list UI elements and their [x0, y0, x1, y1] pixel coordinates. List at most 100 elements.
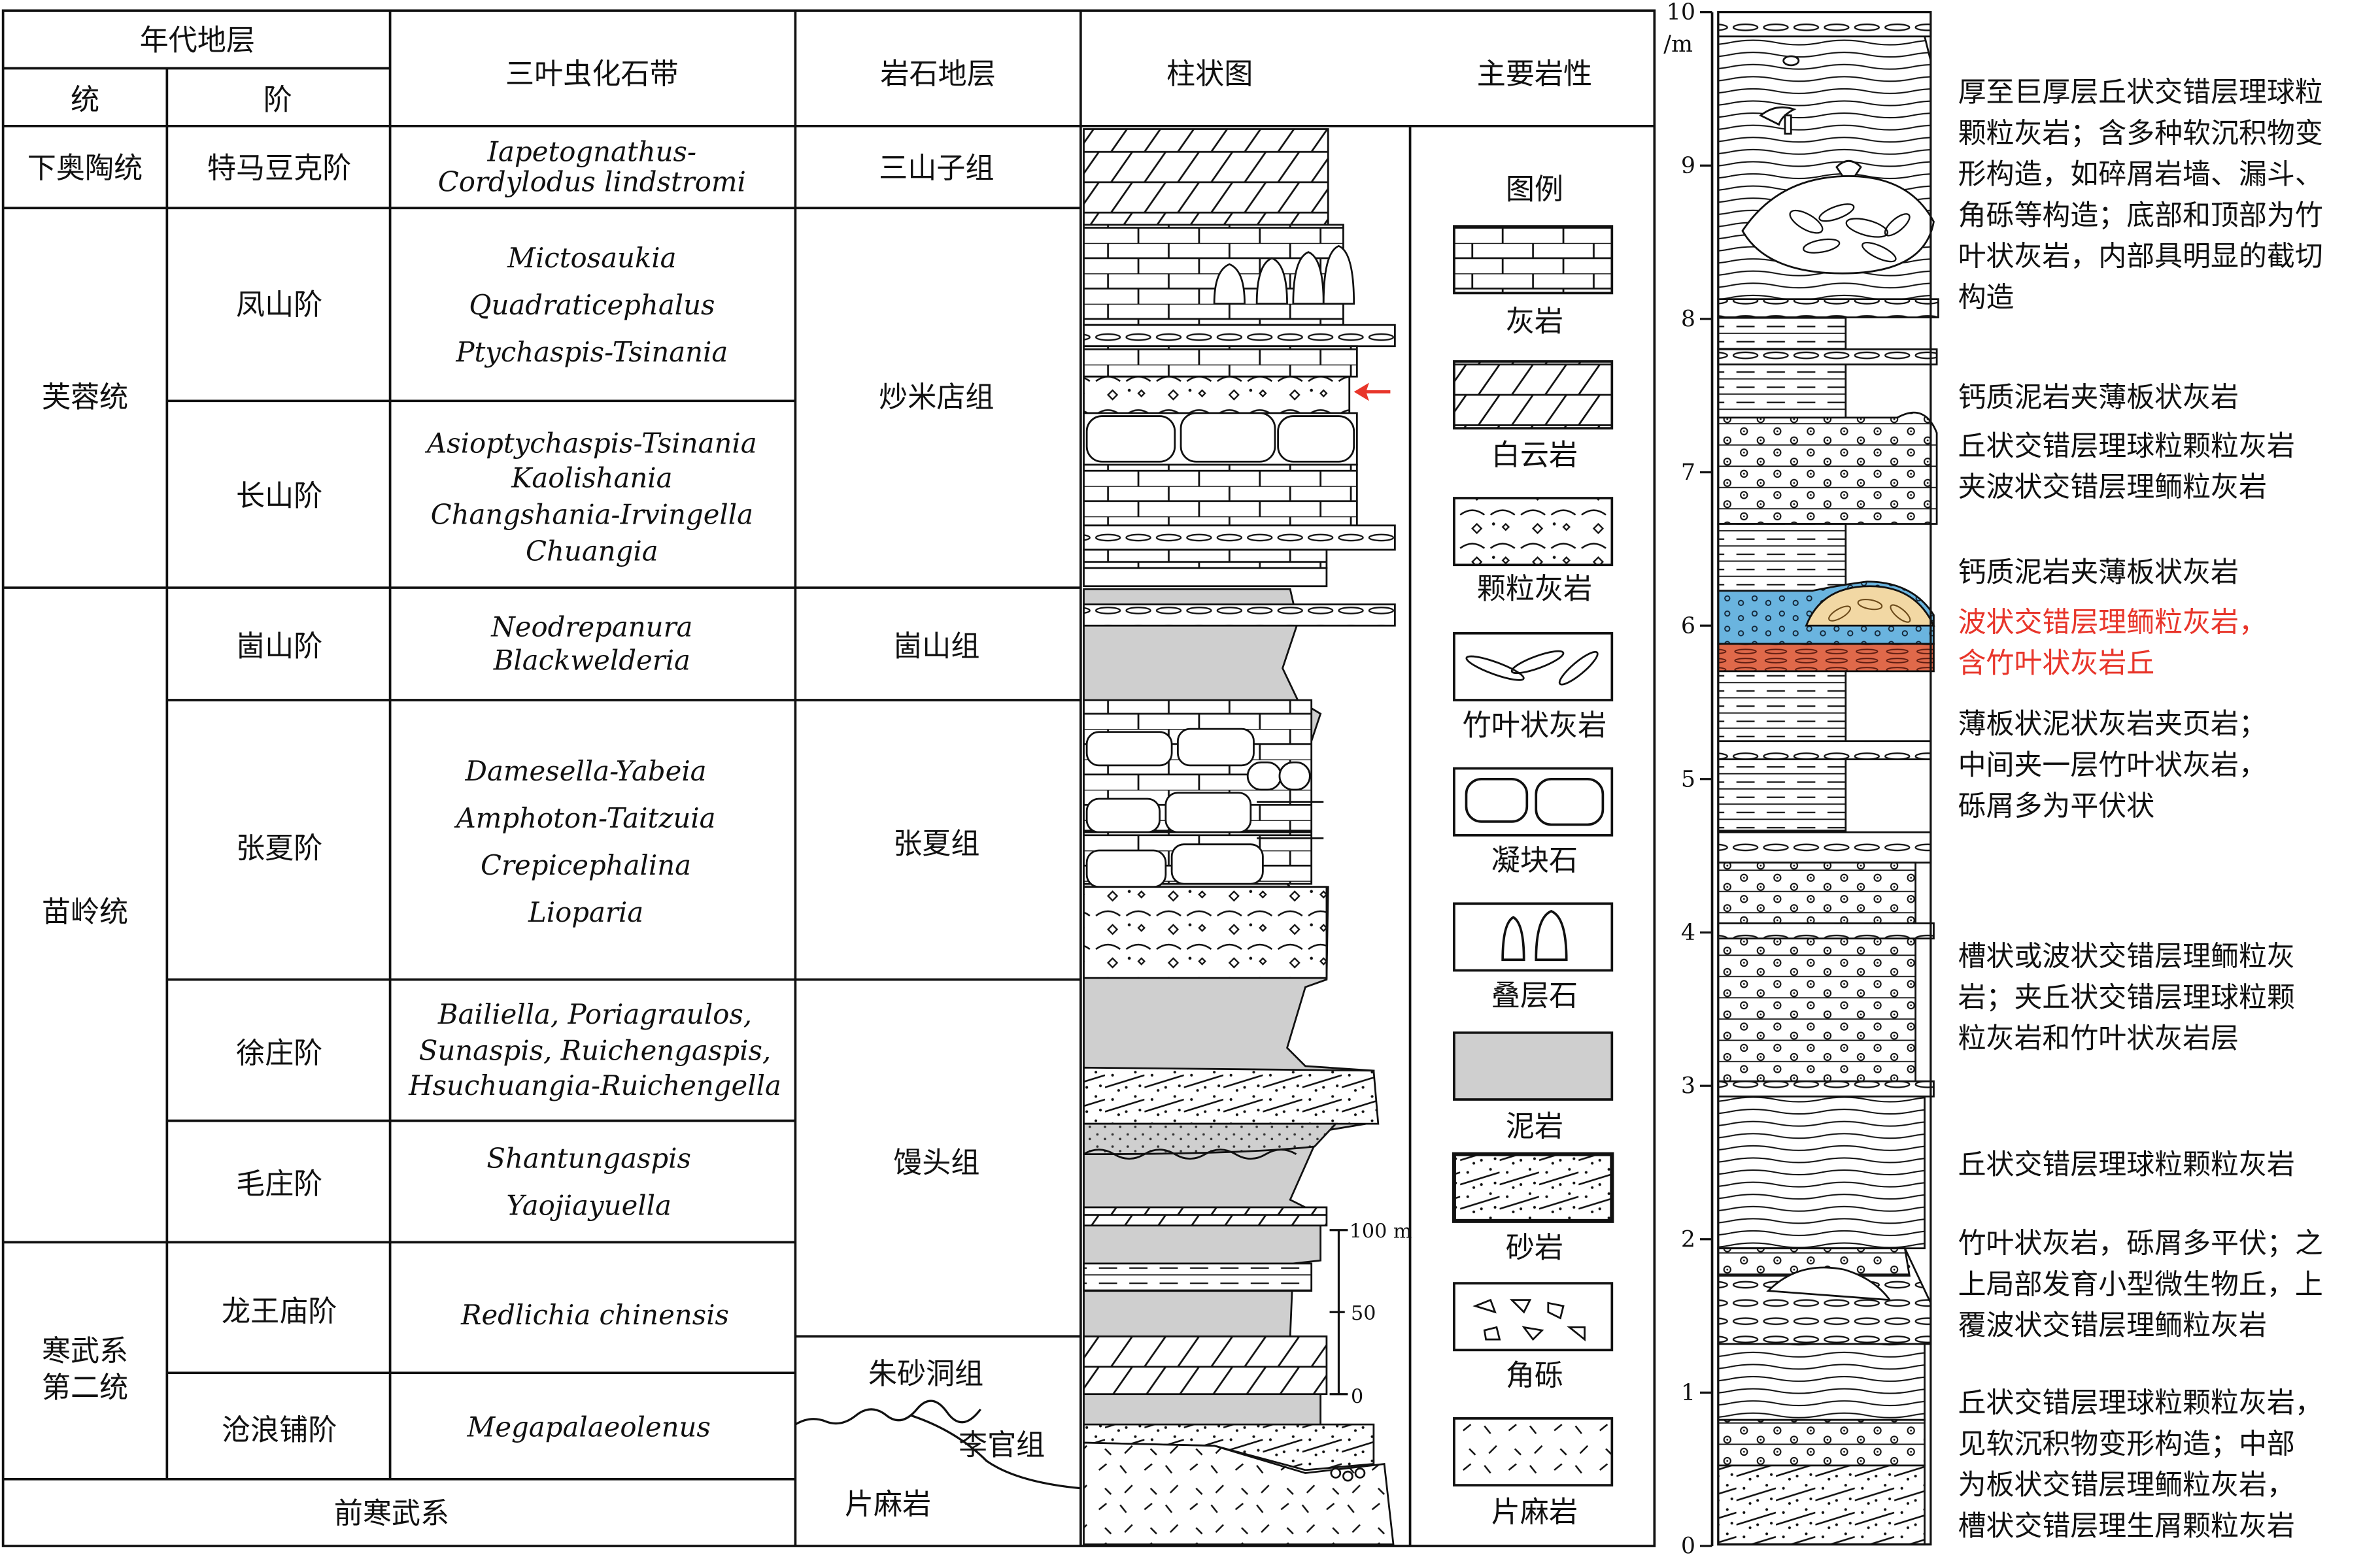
scale-bar-label: 50: [1351, 1302, 1376, 1325]
zone-text: Cordylodus lindstromi: [438, 166, 746, 198]
zone-text: Kaolishania: [511, 462, 672, 494]
description-line: 颗粒灰岩；含多种软沉积物变: [1958, 117, 2323, 150]
description-line: 丘状交错层理球粒颗粒灰岩: [1958, 1149, 2295, 1181]
formation-zhushadong: 朱砂洞组: [868, 1357, 983, 1390]
zone-text: Crepicephalina: [481, 849, 691, 881]
formation-mantou: 馒头组: [893, 1146, 979, 1179]
axis-tick-label: 8: [1681, 306, 1695, 332]
formation-sanshanzi: 三山子组: [879, 152, 994, 185]
zone-text: Sunaspis, Ruichengaspis,: [419, 1035, 772, 1067]
description-line: 叶状灰岩，内部具明显的截切: [1958, 241, 2323, 273]
zone-text: Chuangia: [526, 535, 658, 567]
zone-text: Ptychaspis-Tsinania: [455, 336, 728, 368]
header-column: 柱状图: [1166, 58, 1253, 91]
stage-zhangxia: 张夏阶: [236, 832, 322, 865]
legend-label: 角砾: [1506, 1359, 1563, 1392]
legend-swatch-dolomite: [1453, 360, 1614, 430]
description-line: 厚至巨厚层丘状交错层理球粒: [1958, 76, 2323, 109]
description-line: 丘状交错层理球粒颗粒灰岩，: [1958, 1387, 2323, 1420]
stage-changshan: 长山阶: [236, 480, 322, 513]
legend-swatch-mudstone: [1453, 1031, 1614, 1101]
red-arrow-icon: [1353, 382, 1391, 401]
formation-liguan: 李官组: [959, 1429, 1045, 1462]
zone-text: Mictosaukia: [507, 242, 676, 274]
legend-title: 图例: [1506, 173, 1563, 206]
legend-label: 泥岩: [1506, 1110, 1563, 1143]
description-line: 为板状交错层理鲕粒灰岩，: [1958, 1469, 2295, 1502]
zone-text: Yaojiayuella: [506, 1190, 672, 1222]
description-line: 覆波状交错层理鲕粒灰岩: [1958, 1309, 2267, 1342]
legend-swatch-sandstone: [1452, 1152, 1614, 1223]
legend-label: 灰岩: [1506, 305, 1563, 338]
series-lower-ordovician: 下奥陶统: [27, 152, 143, 185]
zone-text: Neodrepanura: [490, 611, 692, 643]
axis-tick-label: 3: [1681, 1073, 1695, 1099]
zone-text: Bailiella, Poriagraulos,: [437, 998, 752, 1030]
legend-swatch-grainstone: [1453, 497, 1614, 567]
zone-text: Megapalaeolenus: [467, 1411, 711, 1443]
description-line: 岩；夹丘状交错层理球粒颗: [1958, 981, 2295, 1014]
header-trilobite-zone: 三叶虫化石带: [505, 58, 679, 91]
description-line: 见软沉积物变形构造；中部: [1958, 1428, 2295, 1460]
stage-tremadocian: 特马豆克阶: [207, 152, 351, 185]
series-furongian: 芙蓉统: [42, 381, 128, 414]
zone-text: Quadraticephalus: [469, 289, 715, 321]
description-line: 夹波状交错层理鲕粒灰岩: [1958, 471, 2267, 504]
formation-zhangxia: 张夏组: [893, 828, 979, 861]
scale-bar-label: 100 m: [1350, 1220, 1412, 1243]
precambrian-label: 前寒武系: [334, 1497, 449, 1530]
description-line: 粒灰岩和竹叶状灰岩层: [1958, 1022, 2239, 1055]
zone-text: Hsuchuangia-Ruichengella: [408, 1069, 781, 1101]
zone-text: Iapetognathus-: [487, 135, 697, 167]
axis-tick-label: 0: [1681, 1534, 1695, 1555]
legend-swatch-limestone: [1453, 225, 1614, 295]
axis-tick-label: 7: [1681, 460, 1695, 486]
header-lithostratigraphy: 岩石地层: [880, 58, 995, 91]
legend-label: 竹叶状灰岩: [1463, 709, 1606, 742]
description-line-highlight: 含竹叶状灰岩丘: [1958, 647, 2155, 680]
description-line: 钙质泥岩夹薄板状灰岩: [1958, 556, 2239, 589]
axis-tick-label: 2: [1681, 1226, 1695, 1252]
description-line: 丘状交错层理球粒颗粒灰岩: [1958, 430, 2295, 463]
legend-label: 凝块石: [1491, 844, 1578, 877]
legend-label: 片麻岩: [1491, 1496, 1578, 1529]
legend-swatch-stromatolite: [1453, 902, 1614, 972]
description-line: 上局部发育小型微生物丘，上: [1958, 1268, 2323, 1301]
legend-label: 叠层石: [1491, 979, 1578, 1013]
formation-gneiss: 片麻岩: [845, 1488, 931, 1521]
description-line: 槽状交错层理生屑颗粒灰岩: [1958, 1510, 2295, 1543]
legend-swatch-flatpebble: [1453, 631, 1614, 701]
stage-fengshan: 凤山阶: [236, 288, 322, 322]
description-line: 竹叶状灰岩，砾屑多平伏；之: [1958, 1228, 2323, 1260]
stage-canglangpu: 沧浪铺阶: [222, 1413, 337, 1447]
unconformity-line: [794, 1400, 981, 1426]
zone-text: Asioptychaspis-Tsinania: [424, 427, 757, 459]
description-line: 角砾等构造；底部和顶部为竹: [1958, 199, 2323, 232]
stage-longwangmiao: 龙王庙阶: [222, 1295, 337, 1328]
formation-chaomidian: 炒米店组: [879, 381, 994, 414]
header-stage: 阶: [264, 83, 292, 116]
description-line: 钙质泥岩夹薄板状灰岩: [1958, 382, 2239, 414]
zone-text: Redlichia chinensis: [460, 1299, 729, 1331]
stage-xuzhuang: 徐庄阶: [236, 1037, 322, 1070]
axis-tick-label: 10: [1667, 0, 1695, 25]
stage-gushan: 崮山阶: [236, 630, 322, 663]
stage-maozhuang: 毛庄阶: [236, 1167, 322, 1201]
zone-text: Blackwelderia: [493, 645, 690, 677]
description-line: 构造: [1958, 281, 2014, 314]
description-line: 中间夹一层竹叶状灰岩，: [1958, 749, 2267, 782]
series-cambrian: 寒武系: [42, 1335, 128, 1368]
zone-text: Shantungaspis: [486, 1143, 691, 1175]
series-series2: 第二统: [42, 1371, 128, 1404]
description-line: 砾屑多为平伏状: [1958, 790, 2155, 823]
formation-gushan: 崮山组: [893, 630, 979, 663]
axis-tick-label: 6: [1681, 613, 1695, 639]
description-line: 形构造，如碎屑岩墙、漏斗、: [1958, 158, 2323, 191]
description-line-highlight: 波状交错层理鲕粒灰岩，: [1958, 606, 2267, 639]
axis-tick-label: 9: [1681, 153, 1695, 179]
axis-tick-label: 5: [1681, 766, 1695, 792]
header-chronostratigraphy: 年代地层: [140, 24, 255, 58]
legend-label: 白云岩: [1491, 439, 1578, 472]
zone-text: Amphoton-Taitzuia: [454, 802, 716, 834]
